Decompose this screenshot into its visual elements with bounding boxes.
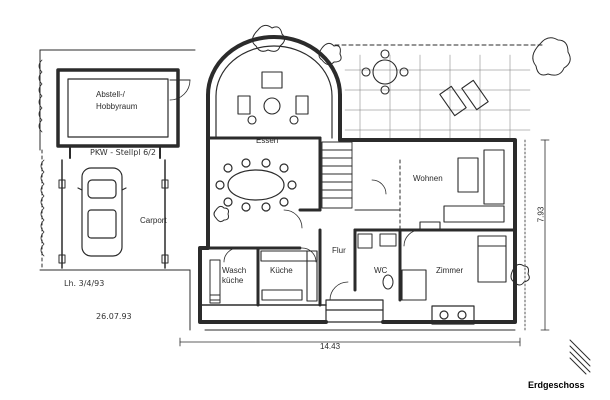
- patio-furniture: [361, 49, 489, 117]
- room-label-carport: Carport: [140, 216, 167, 225]
- trees: [213, 24, 571, 286]
- kitchen-counters: [260, 250, 318, 302]
- dimension-lines: [179, 139, 550, 347]
- room-label-wohnen: Wohnen: [413, 174, 443, 183]
- floor-caption: Erdgeschoss: [528, 380, 585, 390]
- zimmer-bay: [431, 305, 475, 325]
- room-label-zimmer: Zimmer: [436, 266, 464, 275]
- room-label-essen: Essen: [256, 136, 279, 145]
- carport: [58, 159, 169, 269]
- terrace-tiles: [344, 54, 531, 139]
- wc-fixtures: [357, 233, 397, 290]
- living-furniture: [419, 149, 505, 231]
- annotation-date: 26.07.93: [96, 312, 132, 321]
- annotation-note-left: Lh. 3/4/93: [64, 279, 105, 288]
- hedge-left: [38, 59, 45, 257]
- entrance-steps: [325, 281, 384, 323]
- dimension-height: 7.93: [536, 206, 546, 223]
- door-swings: [223, 179, 421, 263]
- dining-bay: [206, 35, 342, 140]
- bay-furniture: [237, 71, 309, 125]
- bedroom-bed: [401, 235, 507, 301]
- room-label-wc: WC: [374, 266, 388, 275]
- room-label-wasch-2: küche: [222, 276, 244, 285]
- room-label-abstell-1: Abstell-/: [96, 90, 125, 99]
- north-arrow-hatch: [569, 339, 591, 375]
- dining-table: [215, 158, 297, 212]
- room-label-kueche: Küche: [270, 266, 293, 275]
- car-symbol: [77, 167, 127, 257]
- room-label-wasch-1: Wasch: [222, 266, 247, 275]
- room-label-abstell-2: Hobbyraum: [96, 102, 138, 111]
- wash-kitchen-fixtures: [209, 259, 221, 304]
- staircase: [321, 141, 353, 209]
- annotation-note-top: PKW - Stellpl 6/2: [90, 148, 156, 157]
- room-label-flur: Flur: [332, 246, 346, 255]
- dimension-width: 14.43: [320, 342, 341, 351]
- garage-building: [56, 68, 191, 159]
